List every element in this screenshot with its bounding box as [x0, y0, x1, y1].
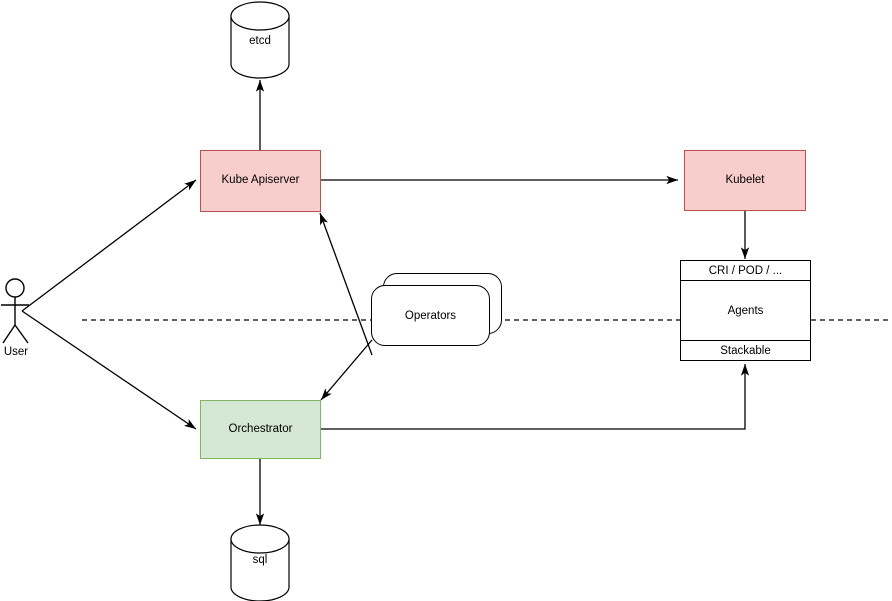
node-orchestrator[interactable]: Orchestrator: [200, 400, 321, 459]
operators-label: Operators: [404, 309, 457, 322]
edge-orchestrator-to-agents: [321, 364, 750, 430]
agents-cri-pod-section[interactable]: CRI / POD / ...: [681, 261, 810, 281]
agents-cri-pod-label: CRI / POD / ...: [708, 264, 783, 277]
edge-user-to-kube-apiserver: [21, 179, 197, 312]
edge-operators-to-kube-apiserver: [319, 212, 373, 356]
agents-main-label: Agents: [727, 304, 764, 317]
agents-stackable-label: Stackable: [720, 344, 771, 357]
edge-operators-to-orchestrator: [320, 339, 373, 401]
etcd-label: etcd: [249, 35, 271, 47]
kubelet-label: Kubelet: [725, 173, 765, 186]
node-kube-apiserver[interactable]: Kube Apiserver: [200, 150, 321, 212]
agents-main-section[interactable]: Agents: [681, 281, 810, 340]
node-kubelet[interactable]: Kubelet: [684, 150, 806, 211]
agents-stackable-section[interactable]: Stackable: [681, 340, 810, 360]
user-actor-icon: [1, 278, 29, 344]
kube-apiserver-label: Kube Apiserver: [221, 174, 300, 187]
edge-user-to-orchestrator: [21, 310, 197, 430]
sql-label: sql: [252, 554, 268, 566]
node-agents[interactable]: CRI / POD / ... Agents Stackable: [680, 260, 811, 361]
orchestrator-label: Orchestrator: [228, 422, 293, 435]
user-label: User: [3, 346, 29, 358]
operators-front-card[interactable]: [371, 285, 490, 346]
operators-label-wrap: Operators: [371, 285, 490, 346]
